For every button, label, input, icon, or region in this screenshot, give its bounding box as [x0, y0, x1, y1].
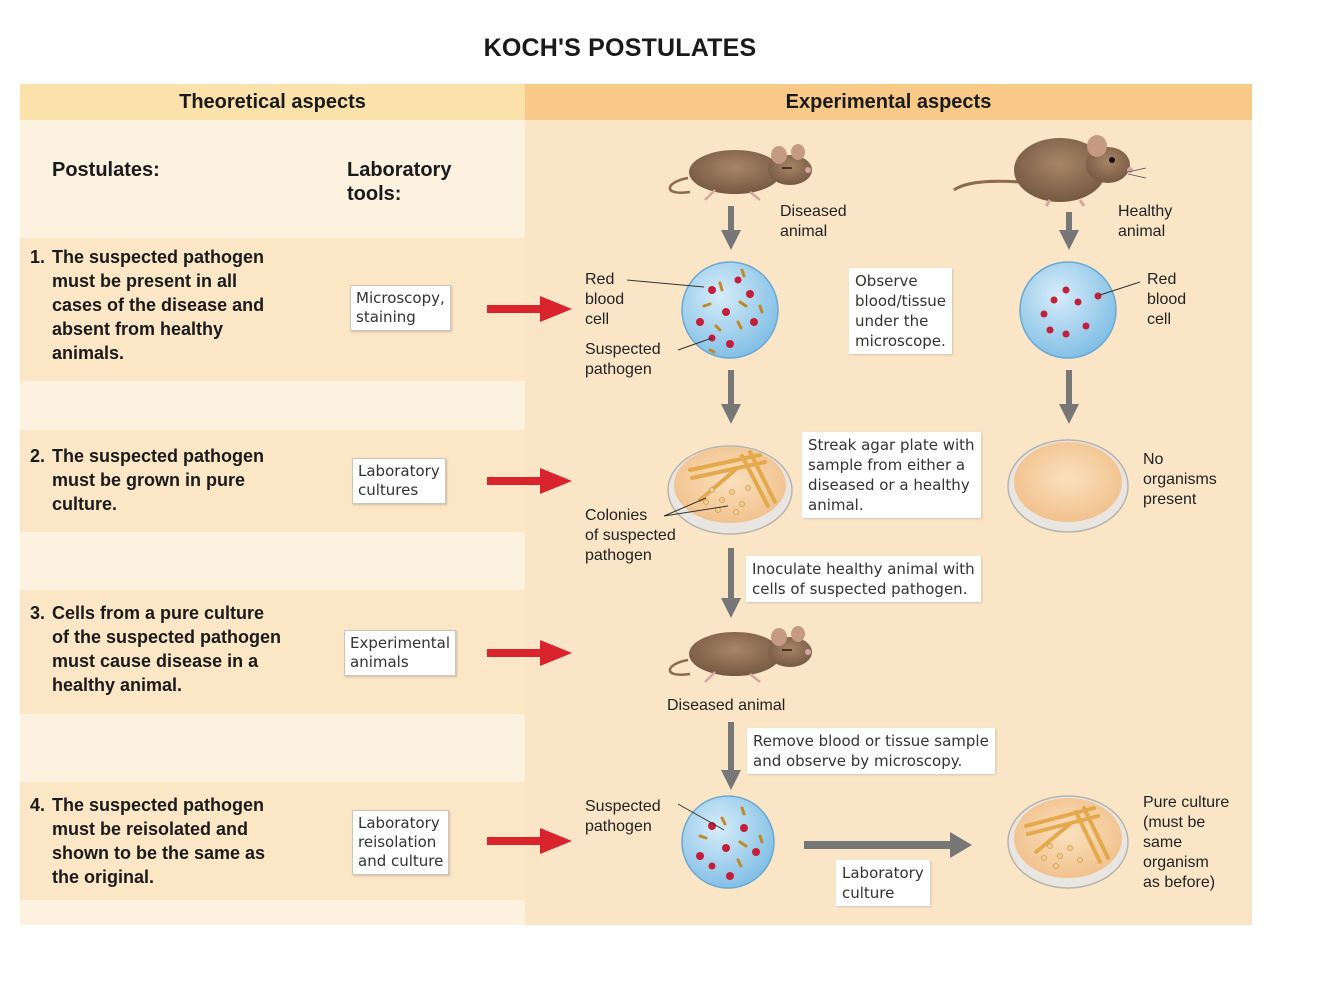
- label-pure-culture: Pure culture (must be same organism as b…: [1143, 794, 1230, 891]
- postulate-3-number: 3.: [30, 603, 46, 623]
- postulate-4-number: 4.: [30, 795, 46, 815]
- label-suspected-pathogen-2: Suspected pathogen: [585, 798, 661, 835]
- petri-dish-colonies: [663, 445, 793, 535]
- arrow-animal-to-slide: [721, 722, 741, 790]
- postulate-1-rest: must be present in all cases of the dise…: [52, 271, 265, 363]
- arrow-diseased-to-slide: [721, 206, 741, 250]
- postulate-2-number: 2.: [30, 446, 46, 466]
- note-streak: Streak agar plate with sample from eithe…: [802, 432, 981, 518]
- petri-dish-pure-culture: [1007, 795, 1129, 889]
- diseased-mouse-2-icon: [668, 626, 812, 683]
- diseased-mouse-icon: [668, 144, 812, 201]
- arrow-healthy-to-slide: [1059, 212, 1079, 250]
- red-arrow-3: [487, 640, 572, 666]
- postulate-4-rest: must be reisolated and shown to be the s…: [52, 819, 266, 887]
- postulate-3-first-line: Cells from a pure culture: [52, 603, 265, 623]
- experimental-panel: [525, 120, 1252, 925]
- note-inoculate: Inoculate healthy animal with cells of s…: [746, 556, 981, 602]
- page-title: KOCH'S POSTULATES: [483, 34, 757, 62]
- experimental-header: Experimental aspects: [525, 84, 1252, 120]
- red-arrow-2: [487, 468, 572, 494]
- red-arrow-1: [487, 296, 572, 322]
- microscope-slide-diseased: [626, 261, 779, 359]
- label-colonies: Colonies of suspected pathogen: [585, 507, 676, 564]
- theoretical-header: Theoretical aspects: [20, 84, 525, 120]
- petri-dish-empty: [1007, 439, 1129, 533]
- label-red-blood-cell-left: Red blood cell: [585, 271, 625, 328]
- postulate-4: 4. The suspected pathogen must be reisola…: [30, 793, 320, 889]
- postulate-3: 3. Cells from a pure culture of the suspe…: [30, 601, 330, 697]
- label-red-blood-cell-right: Red blood cell: [1147, 271, 1187, 328]
- tool-experimental-animals: Experimental animals: [344, 630, 457, 676]
- arrow-slide-to-plate-left: [721, 370, 741, 424]
- arrow-slide-to-plate-right: [1059, 370, 1079, 424]
- postulate-2-first-line: The suspected pathogen: [52, 446, 265, 466]
- postulate-1: 1. The suspected pathogen must be present…: [30, 245, 320, 365]
- postulate-1-number: 1.: [30, 247, 46, 267]
- label-suspected-pathogen-1: Suspected pathogen: [585, 341, 661, 378]
- postulate-3-rest: of the suspected pathogen must cause dis…: [52, 627, 282, 695]
- red-arrow-4: [487, 828, 572, 854]
- arrow-slide-to-culture: [804, 832, 972, 858]
- postulate-4-first-line: The suspected pathogen: [52, 795, 265, 815]
- postulate-1-first-line: The suspected pathogen: [52, 247, 265, 267]
- postulate-2: 2. The suspected pathogen must be grown i…: [30, 444, 320, 516]
- label-no-organisms: No organisms present: [1143, 451, 1217, 508]
- label-healthy-animal: Healthy animal: [1118, 203, 1173, 240]
- label-diseased-animal-2: Diseased animal: [667, 697, 786, 714]
- gray-arrows: [721, 206, 1079, 858]
- healthy-mouse-icon: [953, 135, 1147, 207]
- arrow-plate-to-animal: [721, 548, 741, 618]
- note-lab-culture: Laboratory culture: [836, 860, 930, 906]
- tool-microscopy: Microscopy, staining: [350, 285, 451, 331]
- microscope-slide-reisolated: [677, 795, 775, 889]
- label-diseased-animal: Diseased animal: [780, 203, 847, 240]
- tool-reisolation: Laboratory reisolation and culture: [352, 810, 450, 875]
- note-remove: Remove blood or tissue sample and observ…: [747, 728, 995, 774]
- tool-lab-cultures: Laboratory cultures: [352, 458, 446, 504]
- microscope-slide-healthy: [1019, 261, 1141, 359]
- tools-heading: Laboratory tools:: [347, 159, 452, 205]
- postulates-heading: Postulates:: [52, 159, 160, 181]
- postulate-2-rest: must be grown in pure culture.: [52, 470, 246, 514]
- note-observe: Observe blood/tissue under the microscop…: [849, 268, 953, 354]
